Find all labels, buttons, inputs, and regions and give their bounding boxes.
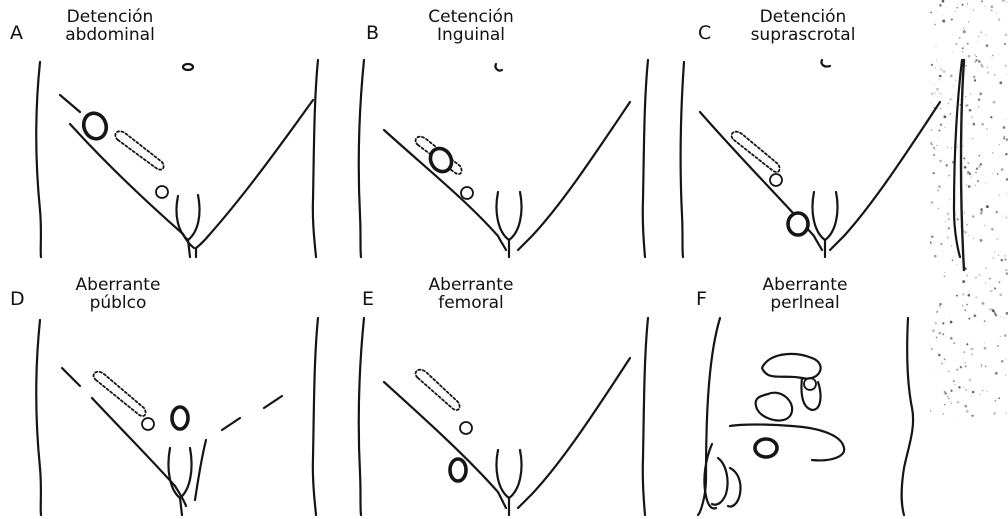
inguinal-fold-left (70, 124, 194, 248)
groin-illustration (336, 0, 672, 257)
inguinal-fold-right (518, 358, 630, 508)
groin-illustration (0, 258, 336, 515)
inguinal-canal-dotted (115, 131, 163, 169)
urethra-outline (730, 425, 844, 461)
inguinal-ring (142, 418, 154, 430)
penis-outline (496, 450, 521, 498)
body-outline-left (36, 62, 41, 257)
penis-outline (812, 192, 837, 240)
scan-noise-edge (930, 0, 1008, 515)
inguinal-line-upper (60, 95, 80, 112)
groin-illustration (0, 0, 336, 257)
bladder-outline (762, 354, 821, 379)
inguinal-canal-dotted (416, 370, 460, 410)
inguinal-ring (460, 422, 472, 434)
body-outline-left (698, 318, 720, 515)
body-outline-left (36, 320, 41, 515)
seminal-vesicle (804, 378, 816, 390)
navel (183, 64, 193, 70)
body-outline-right (902, 318, 913, 515)
groin-illustration (336, 258, 672, 515)
body-outline-right (643, 60, 648, 257)
inguinal-ring (770, 174, 782, 186)
testis-abdominal (80, 110, 110, 142)
panel-e-femoral: E Aberrante femoral (336, 258, 672, 515)
navel (821, 60, 830, 67)
penis-outline (176, 195, 199, 240)
scan-noise-dots (930, 0, 1008, 515)
panel-b-inguinal: B Cetención Inguinal (336, 0, 672, 257)
inguinal-fold-right (518, 102, 630, 250)
inguinal-fold-left (384, 130, 506, 250)
pelvic-organ-outline (756, 393, 793, 421)
testis-femoral (450, 459, 466, 481)
inguinal-line-upper (62, 368, 80, 386)
inguinal-fold-left (384, 382, 506, 508)
penis-outline (168, 448, 191, 498)
body-outline-left (359, 318, 364, 515)
body-outline-left (681, 62, 684, 257)
inguinal-ring (156, 186, 168, 198)
testis-pubic (172, 407, 188, 429)
inguinal-fold-right (196, 100, 313, 248)
penis-outline (496, 192, 521, 240)
scrotum-line (180, 498, 182, 515)
inguinal-ring (461, 187, 473, 199)
body-outline-right (313, 60, 318, 257)
testis-perineal (755, 439, 777, 457)
body-outline-left (359, 60, 364, 257)
scrotum-outline (728, 468, 741, 507)
inguinal-canal-dotted (732, 132, 780, 172)
body-outline-right (643, 318, 648, 515)
testis-suprascrotal (788, 213, 808, 235)
inguinal-fold-right-dashed (195, 396, 282, 500)
glans-outline (712, 458, 728, 505)
inguinal-fold-right (830, 102, 940, 250)
panel-a-abdominal: A Detención abdominal (0, 0, 336, 257)
body-outline-right (313, 318, 318, 515)
panel-d-pubic: D Aberrante públco (0, 258, 336, 515)
navel (495, 64, 502, 71)
